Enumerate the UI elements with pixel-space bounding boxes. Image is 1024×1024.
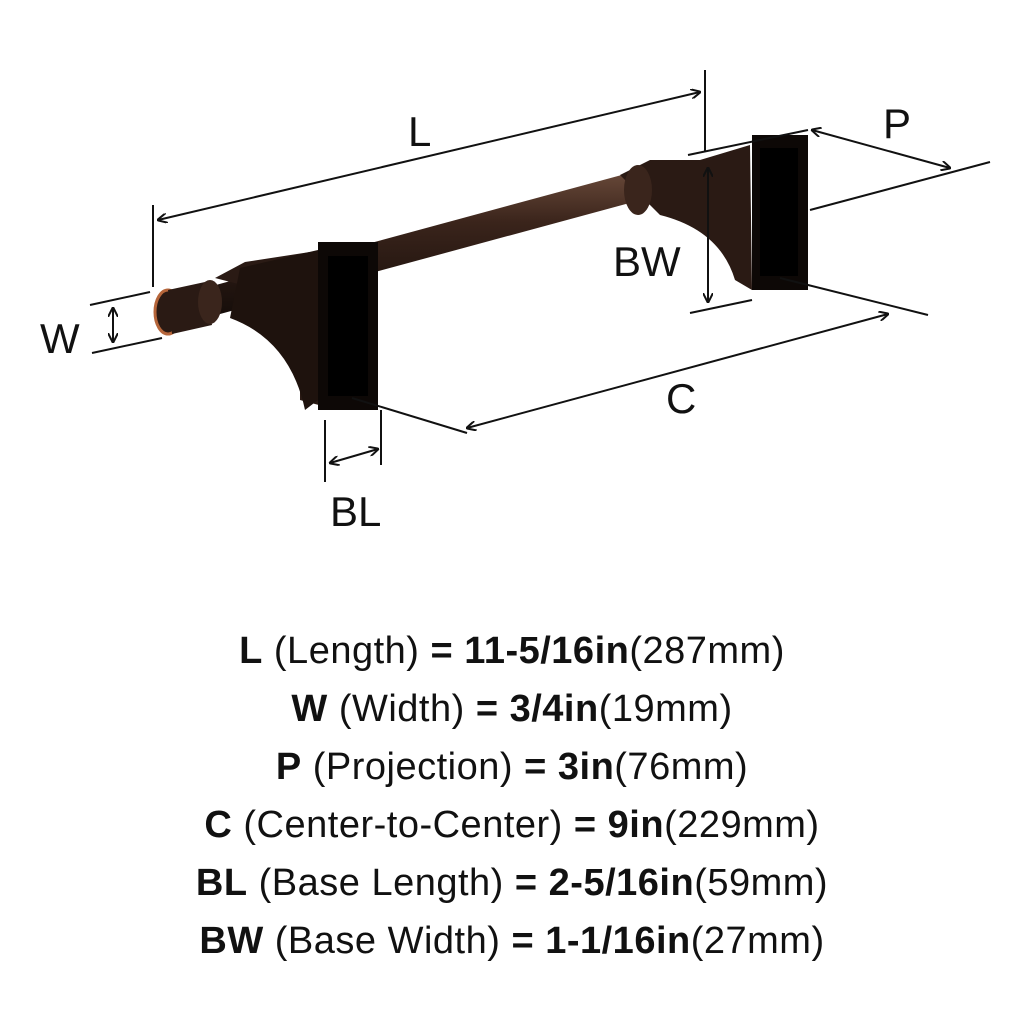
spec-metric: (229mm)	[664, 804, 820, 846]
spec-name: (Width)	[338, 688, 465, 730]
spec-center-to-center: C (Center-to-Center) = 9in(229mm)	[0, 796, 1024, 854]
spec-metric: (287mm)	[629, 630, 785, 672]
spec-imperial: 1-1/16in	[545, 920, 691, 962]
spec-name: (Projection)	[312, 746, 514, 788]
spec-eq: =	[524, 746, 547, 788]
handle-dimension-diagram: L W P BW C BL	[40, 70, 991, 535]
label-BL: BL	[330, 488, 381, 535]
label-P: P	[883, 100, 911, 147]
spec-name: (Center-to-Center)	[243, 804, 563, 846]
spec-imperial: 3in	[557, 746, 615, 788]
spec-name: (Base Width)	[274, 920, 501, 962]
label-L: L	[408, 108, 431, 155]
spec-imperial: 3/4in	[509, 688, 599, 730]
label-W: W	[40, 315, 80, 362]
spec-metric: (27mm)	[690, 920, 825, 962]
spec-key: C	[204, 804, 233, 846]
spec-eq: =	[514, 862, 538, 904]
spec-imperial: 11-5/16in	[464, 630, 630, 672]
spec-eq: =	[430, 630, 454, 672]
spec-name: (Length)	[273, 630, 420, 672]
spec-base-width: BW (Base Width) = 1-1/16in(27mm)	[0, 912, 1024, 970]
spec-name: (Base Length)	[258, 862, 504, 904]
spec-projection: P (Projection) = 3in(76mm)	[0, 738, 1024, 796]
spec-imperial: 9in	[607, 804, 665, 846]
label-C: C	[666, 375, 696, 422]
spec-key: BL	[195, 862, 248, 904]
spec-length: L (Length) = 11-5/16in(287mm)	[0, 622, 1024, 680]
spec-imperial: 2-5/16in	[548, 862, 695, 904]
dimension-specs: L (Length) = 11-5/16in(287mm) W (Width) …	[0, 622, 1024, 970]
label-BW: BW	[613, 238, 681, 285]
dimension-lines	[89, 70, 991, 482]
spec-key: L	[239, 630, 263, 672]
spec-base-length: BL (Base Length) = 2-5/16in(59mm)	[0, 854, 1024, 912]
spec-metric: (19mm)	[598, 688, 733, 730]
spec-width: W (Width) = 3/4in(19mm)	[0, 680, 1024, 738]
spec-eq: =	[573, 804, 597, 846]
spec-key: P	[275, 746, 302, 788]
spec-key: BW	[199, 920, 264, 962]
spec-metric: (76mm)	[614, 746, 749, 788]
spec-eq: =	[511, 920, 535, 962]
spec-eq: =	[475, 688, 499, 730]
spec-key: W	[291, 688, 328, 730]
spec-metric: (59mm)	[694, 862, 829, 904]
cabinet-pull-image	[153, 135, 808, 410]
